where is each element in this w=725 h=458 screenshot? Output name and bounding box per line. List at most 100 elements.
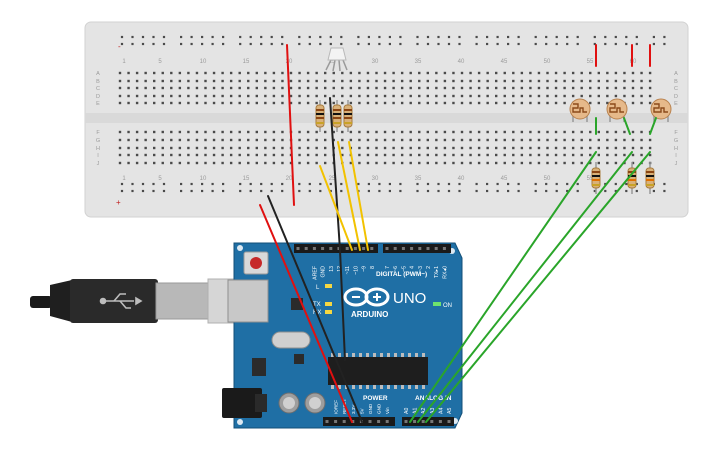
column-number-label: 55	[587, 59, 594, 65]
wire-black-gnd[interactable]	[267, 195, 363, 423]
analog-pin-label: A0	[404, 408, 410, 414]
wire-yellow-pin9[interactable]	[348, 141, 369, 251]
arduino-model-text: UNO	[393, 290, 426, 307]
crystal-oscillator	[271, 331, 311, 349]
row-letter-label: B	[674, 79, 678, 85]
digital-pin-label: AREF	[312, 266, 318, 280]
rgb-led[interactable]	[325, 47, 348, 72]
digital-pin-label: ~6	[393, 266, 399, 272]
digital-pin-label: 13	[329, 266, 335, 272]
digital-pin-label: ~5	[401, 266, 407, 272]
breadboard-column-numbers: 1155101015152020252530303535404045455050…	[122, 59, 637, 182]
resistor-sensor-1[interactable]	[591, 162, 601, 194]
column-number-label: 40	[458, 176, 465, 182]
led-tx-indicator	[325, 302, 332, 306]
usb-cable[interactable]	[30, 278, 259, 324]
column-number-label: 50	[544, 176, 551, 182]
power-pin-label: 5V	[359, 407, 364, 414]
analog-pin-label: A1	[413, 408, 419, 414]
column-number-label: 60	[630, 59, 637, 65]
row-letter-label: F	[96, 130, 100, 136]
wire-green-ldr-3[interactable]	[649, 117, 657, 135]
breadboard-center-channel	[85, 113, 688, 123]
analog-pin-label: A2	[421, 408, 427, 414]
row-letter-label: C	[674, 86, 678, 92]
row-letter-label: A	[674, 71, 678, 77]
photoresistor-2[interactable]	[606, 98, 628, 122]
label-l: L	[316, 285, 320, 291]
column-number-label: 1	[122, 59, 126, 65]
photoresistor-3[interactable]	[650, 98, 672, 122]
label-on: ON	[443, 303, 452, 309]
led-l-indicator	[325, 284, 332, 288]
rail-minus-top: -	[118, 42, 121, 51]
capacitors	[278, 392, 326, 414]
power-pin-label: IOREF	[334, 400, 339, 414]
digital-pin-label: 4	[410, 266, 416, 269]
column-number-label: 45	[501, 176, 508, 182]
wire-black-led-common[interactable]	[329, 97, 346, 361]
row-letter-label: I	[675, 153, 677, 159]
led-on-indicator	[433, 302, 441, 306]
usb-symbol-icon	[99, 293, 143, 309]
arduino-logo-text: ARDUINO	[351, 310, 388, 319]
label-tx: TX	[313, 302, 321, 308]
digital-pin-label: GND	[321, 266, 327, 278]
power-pin-label: GND	[368, 403, 373, 414]
row-letter-label: A	[96, 71, 100, 77]
digital-pin-label: ~9	[362, 266, 368, 272]
row-letter-label: E	[96, 101, 100, 107]
arduino-infinity-logo-icon	[343, 287, 390, 307]
power-pin-label: 3.3V	[351, 404, 356, 414]
photoresistor-1[interactable]	[569, 98, 591, 122]
column-number-label: 50	[544, 59, 551, 65]
resistor-sensor-3[interactable]	[645, 162, 655, 194]
column-number-label: 35	[415, 176, 422, 182]
row-letter-label: H	[96, 146, 100, 152]
wire-green-ldr-2[interactable]	[623, 117, 631, 135]
wire-green-a2[interactable]	[425, 151, 651, 423]
digital-pwm-label: DIGITAL (PWM~)	[376, 271, 427, 278]
row-letter-label: J	[675, 161, 678, 167]
wire-red-bb-rail[interactable]	[286, 44, 295, 206]
power-pin-label: Vin	[385, 407, 390, 414]
digital-pin-label: RX◂0	[442, 266, 448, 279]
row-letter-label: I	[97, 153, 99, 159]
wire-yellow-pin11[interactable]	[319, 165, 353, 251]
digital-pin-label: 8	[370, 266, 376, 269]
arduino-uno[interactable]: L TX RX ON ARDUINO UNO DIGITAL (PWM~) PO…	[222, 242, 463, 429]
resistor-led-2[interactable]	[332, 100, 342, 132]
rail-plus-bottom: +	[116, 198, 121, 207]
digital-pin-label: 2	[426, 266, 432, 269]
reset-button[interactable]	[243, 251, 269, 275]
digital-pin-label: ~3	[418, 266, 424, 272]
regulator-chip	[252, 358, 266, 376]
wires[interactable]	[259, 44, 657, 423]
digital-pin-header[interactable]	[294, 244, 451, 253]
row-letter-label: J	[97, 161, 100, 167]
power-analog-pin-header[interactable]	[323, 417, 454, 426]
analog-pin-label: A3	[430, 408, 436, 414]
digital-pin-label: TX▸1	[434, 266, 440, 278]
column-number-label: 25	[329, 59, 336, 65]
wire-green-a0[interactable]	[409, 151, 597, 423]
row-letter-label: F	[674, 130, 678, 136]
column-number-label: 1	[122, 176, 126, 182]
row-letter-label: E	[674, 101, 678, 107]
column-number-label: 5	[158, 176, 162, 182]
wire-yellow-pin10[interactable]	[337, 141, 361, 251]
analog-pin-label: A4	[438, 408, 444, 414]
row-letter-label: D	[96, 94, 100, 100]
column-number-label: 20	[286, 176, 293, 182]
power-label: POWER	[363, 395, 388, 402]
wire-green-a1[interactable]	[417, 151, 633, 423]
resistor-led-3[interactable]	[343, 100, 353, 132]
resistor-led-1[interactable]	[315, 100, 325, 132]
row-letter-label: H	[674, 146, 678, 152]
digital-pin-label: ~10	[353, 266, 359, 275]
column-number-label: 40	[458, 59, 465, 65]
usb-port	[227, 279, 269, 323]
wire-red-5v[interactable]	[259, 204, 353, 423]
